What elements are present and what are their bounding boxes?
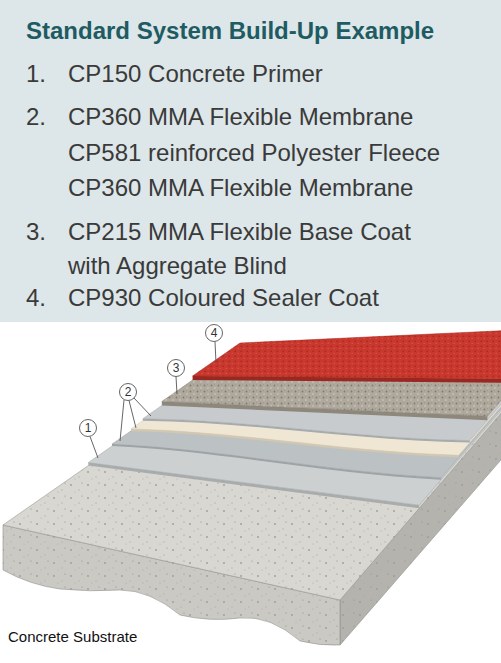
leader-line [215, 342, 216, 364]
callout-number: 1 [79, 419, 97, 437]
list-item: CP581 reinforced Polyester Fleece [68, 136, 440, 170]
leader-line [176, 377, 177, 395]
list-item: CP930 Coloured Sealer Coat [68, 281, 379, 315]
sealer-top [193, 328, 501, 379]
callout-number: 2 [119, 383, 137, 401]
callout-circle [168, 360, 185, 377]
callout-number: 4 [205, 324, 223, 342]
list-item: CP360 MMA Flexible Membrane [68, 171, 413, 205]
list-number: 2. [26, 100, 46, 134]
callout-circle [120, 384, 137, 401]
sealer-texture [193, 328, 501, 379]
part-label: Concrete Substrate [8, 627, 137, 647]
header-panel [0, 0, 501, 322]
list-number: 1. [26, 57, 46, 91]
callout-number: 3 [167, 359, 185, 377]
callout-circles [80, 325, 223, 437]
list-number: 3. [26, 215, 46, 249]
leader-lines [90, 342, 216, 459]
callout-circle [206, 325, 223, 342]
callout-circle [80, 420, 97, 437]
list-item: CP360 MMA Flexible Membrane [68, 100, 413, 134]
list-number: 4. [26, 281, 46, 315]
leader-line [129, 401, 136, 429]
leader-line [120, 400, 124, 441]
list-item: CP215 MMA Flexible Base Coat with Aggreg… [68, 215, 438, 283]
sealer-layer [193, 328, 501, 383]
leader-line [90, 437, 98, 459]
title: Standard System Build-Up Example [26, 16, 434, 46]
leader-line [134, 398, 151, 416]
list-item: CP150 Concrete Primer [68, 57, 323, 91]
